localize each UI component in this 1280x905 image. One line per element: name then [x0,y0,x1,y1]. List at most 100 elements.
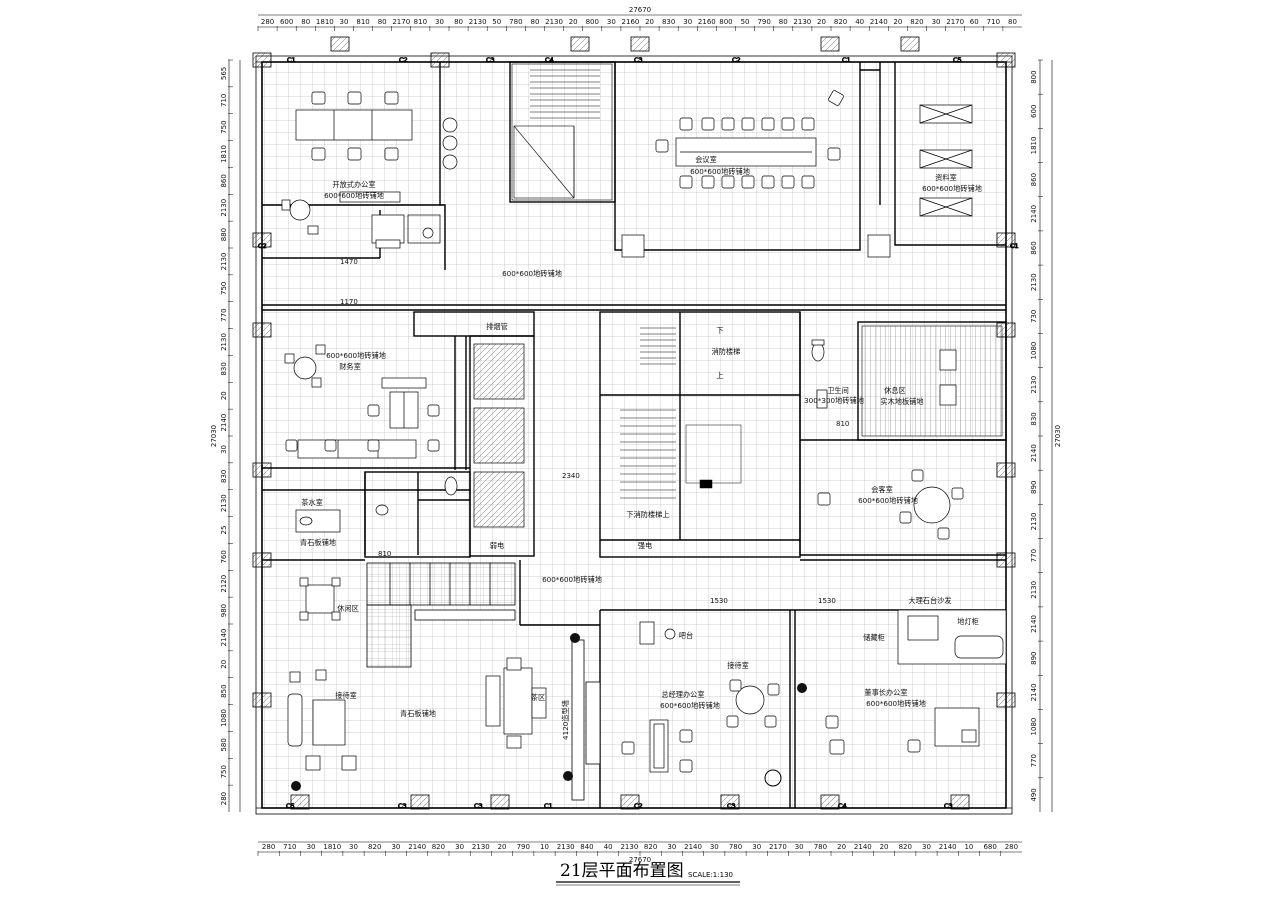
label-wc: 卫生间 [827,386,849,395]
dim-810b: 810 [836,420,849,428]
left-dimension-ticks: 5657107501810860213088021307507702130830… [220,59,233,805]
top-dim-4: 30 [339,18,348,26]
column-label-3: C4 [545,56,554,64]
column-7 [996,52,1016,68]
top-dim-37: 60 [970,18,979,26]
bottom-dim-20: 2140 [684,843,702,851]
label-tea-room: 茶水室 [301,498,323,507]
top-dim-27: 80 [779,18,788,26]
right-dim-2: 1810 [1030,137,1038,155]
right-dim-3: 860 [1030,173,1038,186]
open-office-furniture [281,91,458,249]
label-reception2: 接待室 [727,661,749,670]
column-8 [252,232,272,248]
room-labels: 开放式办公室 600*600地砖铺地 会议室 600*600地砖铺地 资料室 6… [300,155,982,740]
column-label-5: C2 [732,56,741,64]
label-marble: 大理石台沙发 [908,596,951,605]
column-1 [330,36,350,52]
top-dim-18: 30 [607,18,616,26]
column-9 [996,232,1016,248]
label-tea-area: 茶区 [531,693,545,702]
right-dim-19: 1080 [1030,718,1038,736]
left-dim-26: 750 [220,765,228,778]
label-gm-office: 总经理办公室 [661,690,704,699]
column-23 [820,794,840,810]
drawing-title: 21层平面布置图 [560,861,684,881]
bottom-dim-16: 40 [604,843,613,851]
top-dim-11: 2130 [469,18,487,26]
tea-leisure-furniture [287,509,547,771]
top-dim-38: 710 [987,18,1000,26]
right-dim-21: 490 [1030,788,1038,801]
bottom-dim-35: 280 [1005,843,1018,851]
left-dim-2: 750 [220,120,228,133]
column-6 [900,36,920,52]
bottom-dim-0: 280 [262,843,275,851]
top-dim-31: 40 [855,18,864,26]
left-dim-27: 280 [220,792,228,805]
top-dim-9: 30 [435,18,444,26]
top-dim-21: 830 [662,18,675,26]
label-stair-down: 下 [716,326,723,335]
bottom-dim-31: 30 [922,843,931,851]
top-dim-8: 810 [414,18,427,26]
bottom-dim-33: 10 [964,843,973,851]
marble-counter [897,609,1007,665]
column-label-7: C5 [953,56,962,64]
top-dim-13: 780 [509,18,522,26]
bottom-dim-19: 30 [667,843,676,851]
column-24 [950,794,970,810]
right-dim-5: 860 [1030,241,1038,254]
top-dim-32: 2140 [870,18,888,26]
bottom-dim-15: 840 [580,843,593,851]
drawing-scale: SCALE:1:130 [688,871,733,879]
bottom-dim-25: 30 [795,843,804,851]
bottom-dim-21: 30 [710,843,719,851]
left-dim-17: 25 [220,526,228,535]
right-dim-15: 2130 [1030,581,1038,599]
archive-shelves [919,104,973,217]
right-dim-12: 890 [1030,481,1038,494]
column-22 [720,794,740,810]
right-dim-6: 2130 [1030,273,1038,291]
column-label-11: C1 [544,802,553,810]
column-4 [630,36,650,52]
label-bar: 吧台 [679,631,693,640]
top-dim-1: 600 [280,18,293,26]
column-21 [620,794,640,810]
label-tea-floor: 青石板铺地 [300,538,336,547]
left-dim-6: 880 [220,228,228,241]
left-dim-12: 20 [220,391,228,400]
dim-1170: 1170 [340,298,358,306]
stair-core-top [511,63,613,201]
label-storage: 储藏柜 [863,633,885,642]
label-lobby-floor: 600*600地砖铺地 [542,575,602,584]
interior-walls [261,61,1007,808]
bottom-dim-17: 2130 [620,843,638,851]
label-finance-floor: 600*600地砖铺地 [326,351,386,360]
label-stair-up: 上 [716,371,723,380]
plant-icons [291,633,807,791]
right-dim-10: 830 [1030,412,1038,425]
label-conference: 会议室 [695,155,717,164]
top-dim-6: 80 [378,18,387,26]
top-dim-14: 80 [530,18,539,26]
left-dim-22: 20 [220,660,228,669]
column-label-12: C2 [634,802,643,810]
total-width-bottom: 27670 [629,856,651,864]
column-label-6: C1 [842,56,851,64]
bottom-dim-9: 30 [455,843,464,851]
column-0 [252,52,272,68]
total-height-left: 27030 [210,425,218,447]
column-label-17: C1 [1010,242,1019,250]
top-dim-34: 820 [910,18,923,26]
right-dim-4: 2140 [1030,205,1038,223]
column-18 [290,794,310,810]
label-stone-floor: 青石板铺地 [400,709,436,718]
bottom-dim-29: 20 [880,843,889,851]
bottom-dim-8: 820 [432,843,445,851]
bottom-dim-26: 780 [814,843,827,851]
column-16 [252,692,272,708]
meeting-furniture [621,469,980,773]
column-label-2: C3 [486,56,495,64]
